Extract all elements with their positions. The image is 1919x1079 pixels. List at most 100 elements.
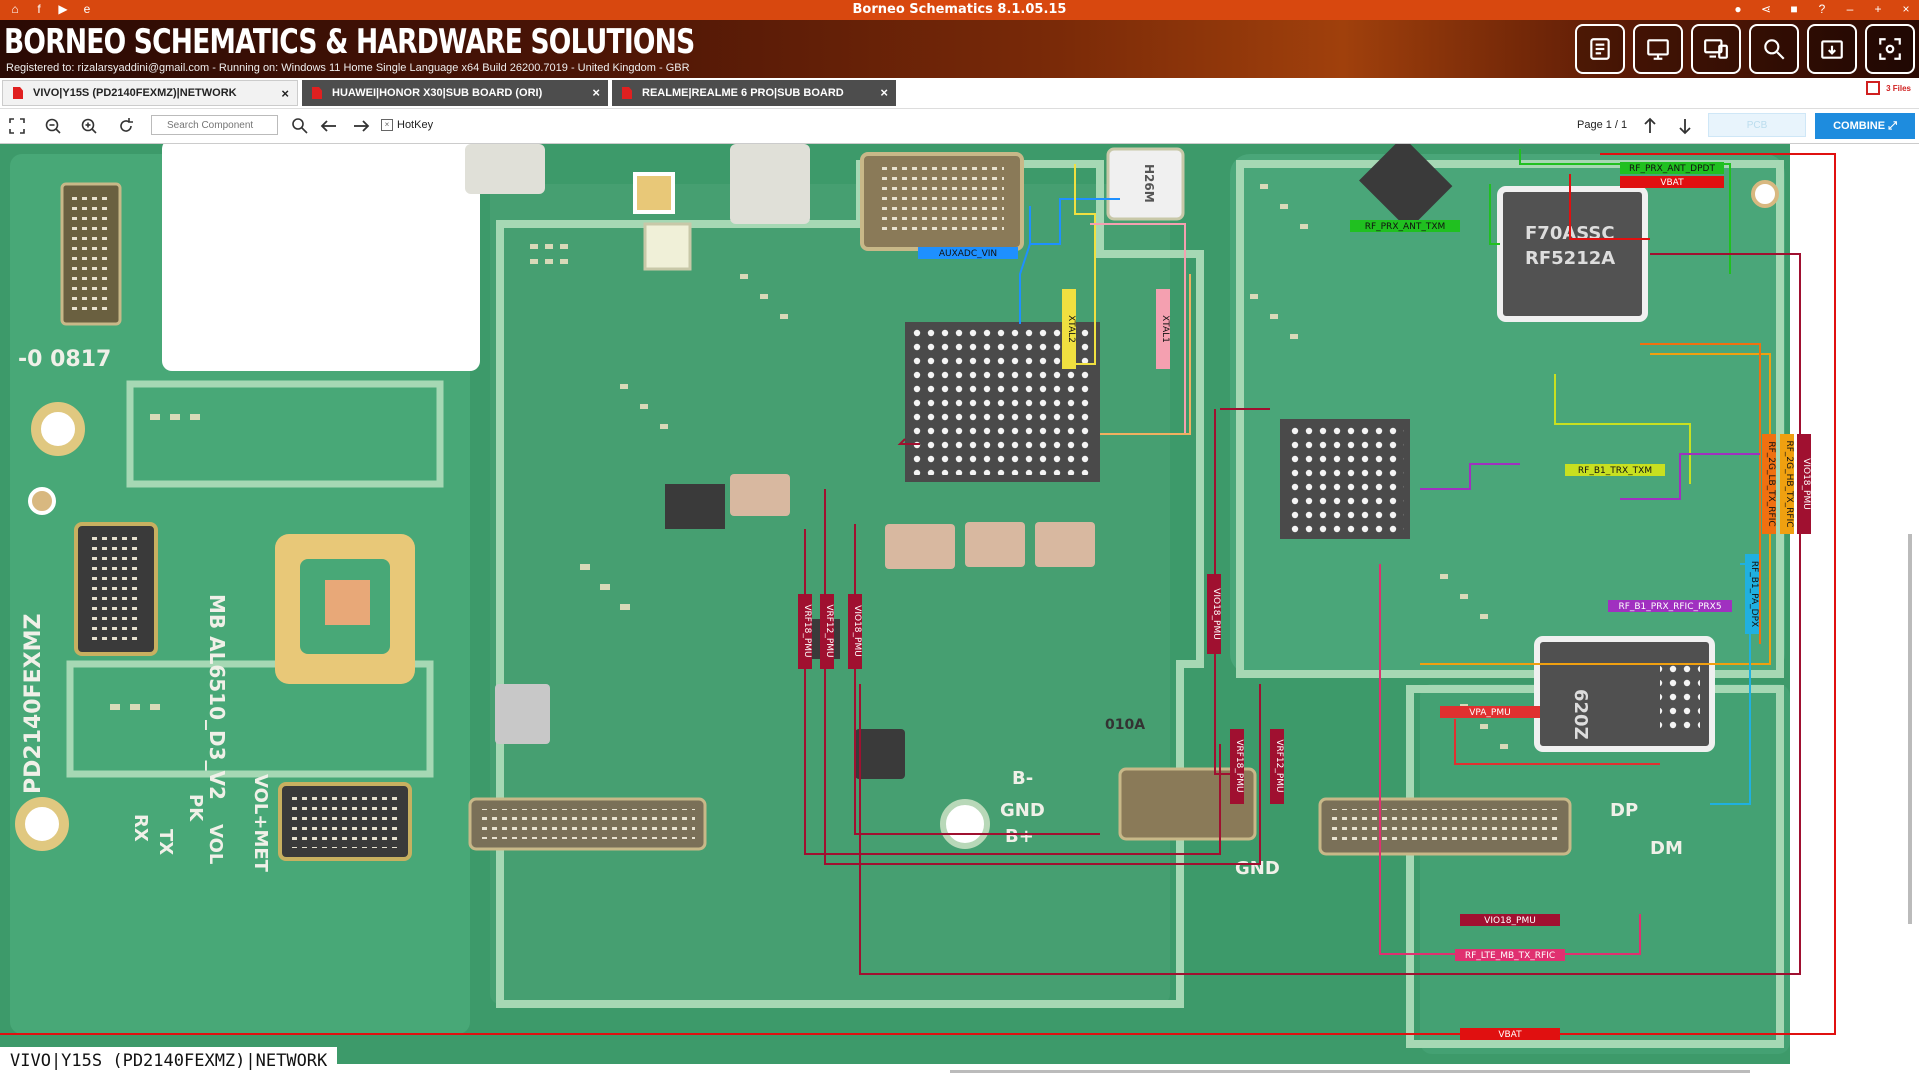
silk-text: B-: [1012, 768, 1033, 789]
monitor-icon: [1647, 39, 1669, 60]
net-label[interactable]: VIO18_PMU: [1801, 458, 1811, 510]
chip-marking: 010A: [1105, 717, 1145, 733]
window-title: Borneo Schematics 8.1.05.15: [852, 2, 1067, 17]
arrow-right-icon[interactable]: [352, 117, 370, 135]
page-up-icon[interactable]: [1641, 117, 1659, 135]
net-label[interactable]: RF_2G_LB_TX_RFIC: [1766, 441, 1776, 526]
fit-screen-icon[interactable]: [8, 117, 26, 135]
page-indicator: Page 1 / 1: [1577, 119, 1628, 131]
tab-realme-6-pro[interactable]: REALME|REALME 6 PRO|SUB BOARD ×: [612, 80, 896, 106]
silk-text: DM: [1650, 838, 1683, 859]
combine-button[interactable]: COMBINE ⤢: [1815, 113, 1915, 139]
viewer-toolbar: × HotKey Page 1 / 1 PCB COMBINE ⤢: [0, 109, 1919, 144]
user-icon[interactable]: ●: [1734, 2, 1742, 16]
tab-label: HUAWEI|HONOR X30|SUB BOARD (ORI): [332, 87, 543, 99]
vertical-scrollbar[interactable]: [1908, 534, 1912, 924]
devices-button[interactable]: [1691, 24, 1741, 74]
schematic-icon: [1590, 38, 1610, 60]
zoom-search-button[interactable]: [1749, 24, 1799, 74]
fullscreen-icon: [1879, 38, 1901, 60]
silk-text: H26M: [1142, 164, 1156, 203]
horizontal-scrollbar[interactable]: [950, 1070, 1750, 1073]
hotkey-checkbox[interactable]: ×: [381, 119, 393, 131]
pcb-drawing[interactable]: -0 0817 PD2140FEXMZ MB AL6510_D3_V2 GND …: [0, 144, 1919, 1079]
tab-vivo-y15s[interactable]: VIVO|Y15S (PD2140FEXMZ)|NETWORK ×: [2, 80, 298, 106]
combine-label: COMBINE: [1833, 120, 1886, 132]
zoom-out-icon[interactable]: [44, 117, 62, 135]
schematic-button[interactable]: [1575, 24, 1625, 74]
net-label[interactable]: RF_LTE_MB_TX_RFIC: [1465, 951, 1555, 961]
silk-text: PD2140FEXMZ: [21, 614, 46, 794]
board-cutout: [162, 144, 480, 371]
silk-text: B+: [1005, 826, 1034, 847]
document-caption: VIVO|Y15S (PD2140FEXMZ)|NETWORK: [0, 1047, 338, 1075]
browser-icon[interactable]: e: [83, 2, 91, 16]
refresh-icon[interactable]: [117, 117, 135, 135]
tab-close-icon[interactable]: ×: [281, 86, 289, 101]
silk-text: GND: [1000, 800, 1045, 821]
net-label[interactable]: VIO18_PMU: [1211, 588, 1221, 640]
share-icon[interactable]: ⋖: [1760, 2, 1772, 16]
tab-label: REALME|REALME 6 PRO|SUB BOARD: [642, 87, 844, 99]
document-tabs: VIVO|Y15S (PD2140FEXMZ)|NETWORK × HUAWEI…: [0, 78, 1919, 109]
silk-text: RX: [130, 814, 151, 842]
net-label[interactable]: VIO18_PMU: [1484, 916, 1536, 926]
silk-text: PK: [185, 794, 206, 822]
net-label[interactable]: XTAL2: [1066, 315, 1076, 343]
net-label[interactable]: RF_2G_HB_TX_RFIC: [1784, 440, 1794, 527]
net-label[interactable]: VIO18_PMU: [852, 605, 862, 657]
minimize-icon[interactable]: –: [1846, 2, 1854, 16]
net-label[interactable]: VRF12_PMU: [824, 604, 834, 657]
arrow-left-icon[interactable]: [320, 117, 338, 135]
close-icon[interactable]: ×: [1902, 2, 1910, 16]
pdf-icon: [13, 87, 23, 99]
home-icon[interactable]: ⌂: [11, 2, 19, 16]
net-label[interactable]: VRF18_PMU: [802, 604, 812, 657]
search-component-input[interactable]: [151, 115, 278, 135]
page-down-icon[interactable]: [1676, 117, 1694, 135]
maximize-icon[interactable]: +: [1874, 2, 1882, 16]
net-label[interactable]: VRF12_PMU: [1274, 739, 1284, 792]
silk-text: DP: [1610, 800, 1638, 821]
net-label[interactable]: RF_B1_TRX_TXM: [1578, 466, 1652, 476]
net-label[interactable]: VBAT: [1498, 1030, 1522, 1040]
pdf-icon: [622, 87, 632, 99]
window-title-bar: ⌂ f ▶ e Borneo Schematics 8.1.05.15 ● ⋖ …: [0, 0, 1919, 20]
search-icon[interactable]: [291, 117, 309, 135]
video-icon[interactable]: ■: [1790, 2, 1798, 16]
tab-label: VIVO|Y15S (PD2140FEXMZ)|NETWORK: [33, 87, 237, 99]
net-label[interactable]: RF_PRX_ANT_TXM: [1365, 222, 1446, 232]
youtube-icon[interactable]: ▶: [58, 2, 68, 16]
net-label[interactable]: VPA_PMU: [1469, 708, 1510, 718]
help-icon[interactable]: ?: [1818, 2, 1826, 16]
net-label[interactable]: RF_PRX_ANT_DPDT: [1629, 164, 1715, 174]
net-label[interactable]: RF_B1_PRX_RFIC_PRX5: [1618, 602, 1721, 612]
net-label[interactable]: RF_B1_PA_DPX: [1749, 561, 1759, 627]
magnifier-icon: [1764, 39, 1785, 60]
pin-icon[interactable]: [1866, 81, 1881, 95]
chip-marking: RF5212A: [1525, 248, 1615, 269]
zoom-in-icon[interactable]: [80, 117, 98, 135]
hotkey-toggle[interactable]: × HotKey: [381, 119, 433, 131]
tab-close-icon[interactable]: ×: [592, 85, 600, 100]
pdf-icon: [312, 87, 322, 99]
files-icon[interactable]: 3 Files: [1886, 83, 1911, 93]
chip-marking: 620Z: [1570, 689, 1591, 740]
tab-close-icon[interactable]: ×: [880, 85, 888, 100]
silk-text: MB AL6510_D3_V2: [205, 594, 229, 800]
facebook-icon[interactable]: f: [37, 2, 41, 16]
pcb-button[interactable]: PCB: [1708, 113, 1806, 137]
download-box-icon: [1821, 40, 1843, 59]
silk-text: -0 0817: [18, 347, 111, 372]
net-label[interactable]: VBAT: [1660, 178, 1684, 188]
net-label[interactable]: AUXADC_VIN: [939, 249, 997, 259]
pcb-board-view[interactable]: -0 0817 PD2140FEXMZ MB AL6510_D3_V2 GND …: [0, 144, 1919, 1079]
screen-button[interactable]: [1633, 24, 1683, 74]
net-label[interactable]: VRF18_PMU: [1234, 739, 1244, 792]
rf5212a-chip[interactable]: [1497, 186, 1648, 322]
silk-text: VOL+MET: [250, 774, 271, 873]
fullscreen-button[interactable]: [1865, 24, 1915, 74]
net-label[interactable]: XTAL1: [1160, 315, 1170, 343]
tab-huawei-honor-x30[interactable]: HUAWEI|HONOR X30|SUB BOARD (ORI) ×: [302, 80, 608, 106]
download-button[interactable]: [1807, 24, 1857, 74]
